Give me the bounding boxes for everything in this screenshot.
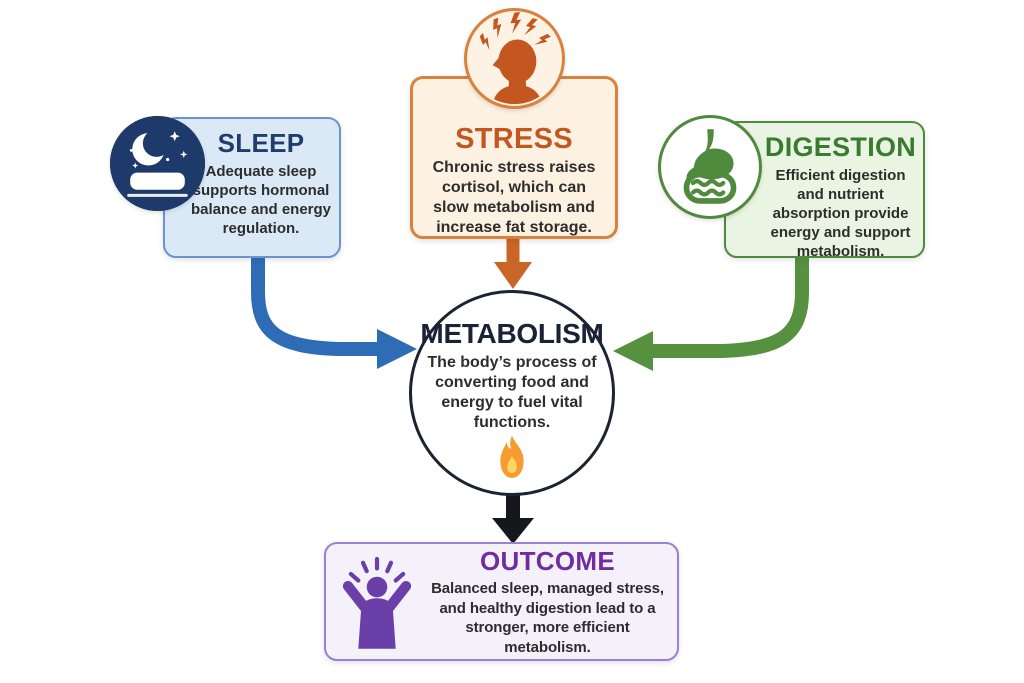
stressed-head-icon: [464, 8, 565, 109]
stress-description: Chronic stress raises cortisol, which ca…: [432, 159, 596, 237]
outcome-title: OUTCOME: [480, 546, 615, 576]
arrow-metabolism-to-outcome: [492, 492, 534, 544]
arrow-digestion-to-metabolism: [613, 250, 809, 371]
sleep-description: Adequate sleep supports hormonal balance…: [190, 163, 332, 238]
stress-title: STRESS: [455, 123, 573, 155]
digestion-description: Efficient digestion and nutrient absorpt…: [770, 167, 911, 261]
arrow-sleep-to-metabolism: [251, 250, 417, 369]
flame-icon: [500, 435, 524, 478]
person-celebrating-icon: [342, 556, 412, 649]
metabolism-title: METABOLISM: [420, 318, 604, 349]
digestion-card: DIGESTION Efficient digestion and nutrie…: [724, 121, 925, 261]
metabolism-circle: METABOLISM The body’s process of convert…: [409, 290, 615, 496]
metabolism-description: The body’s process of converting food an…: [427, 354, 597, 431]
stomach-intestines-icon: [658, 115, 762, 219]
digestion-title: DIGESTION: [764, 132, 917, 162]
sleep-title: SLEEP: [217, 128, 305, 158]
outcome-card: OUTCOME Balanced sleep, managed stress, …: [324, 542, 679, 661]
outcome-description: Balanced sleep, managed stress, and heal…: [431, 580, 664, 656]
arrow-stress-to-metabolism: [494, 237, 532, 289]
moon-stars-bed-icon: [110, 116, 205, 211]
